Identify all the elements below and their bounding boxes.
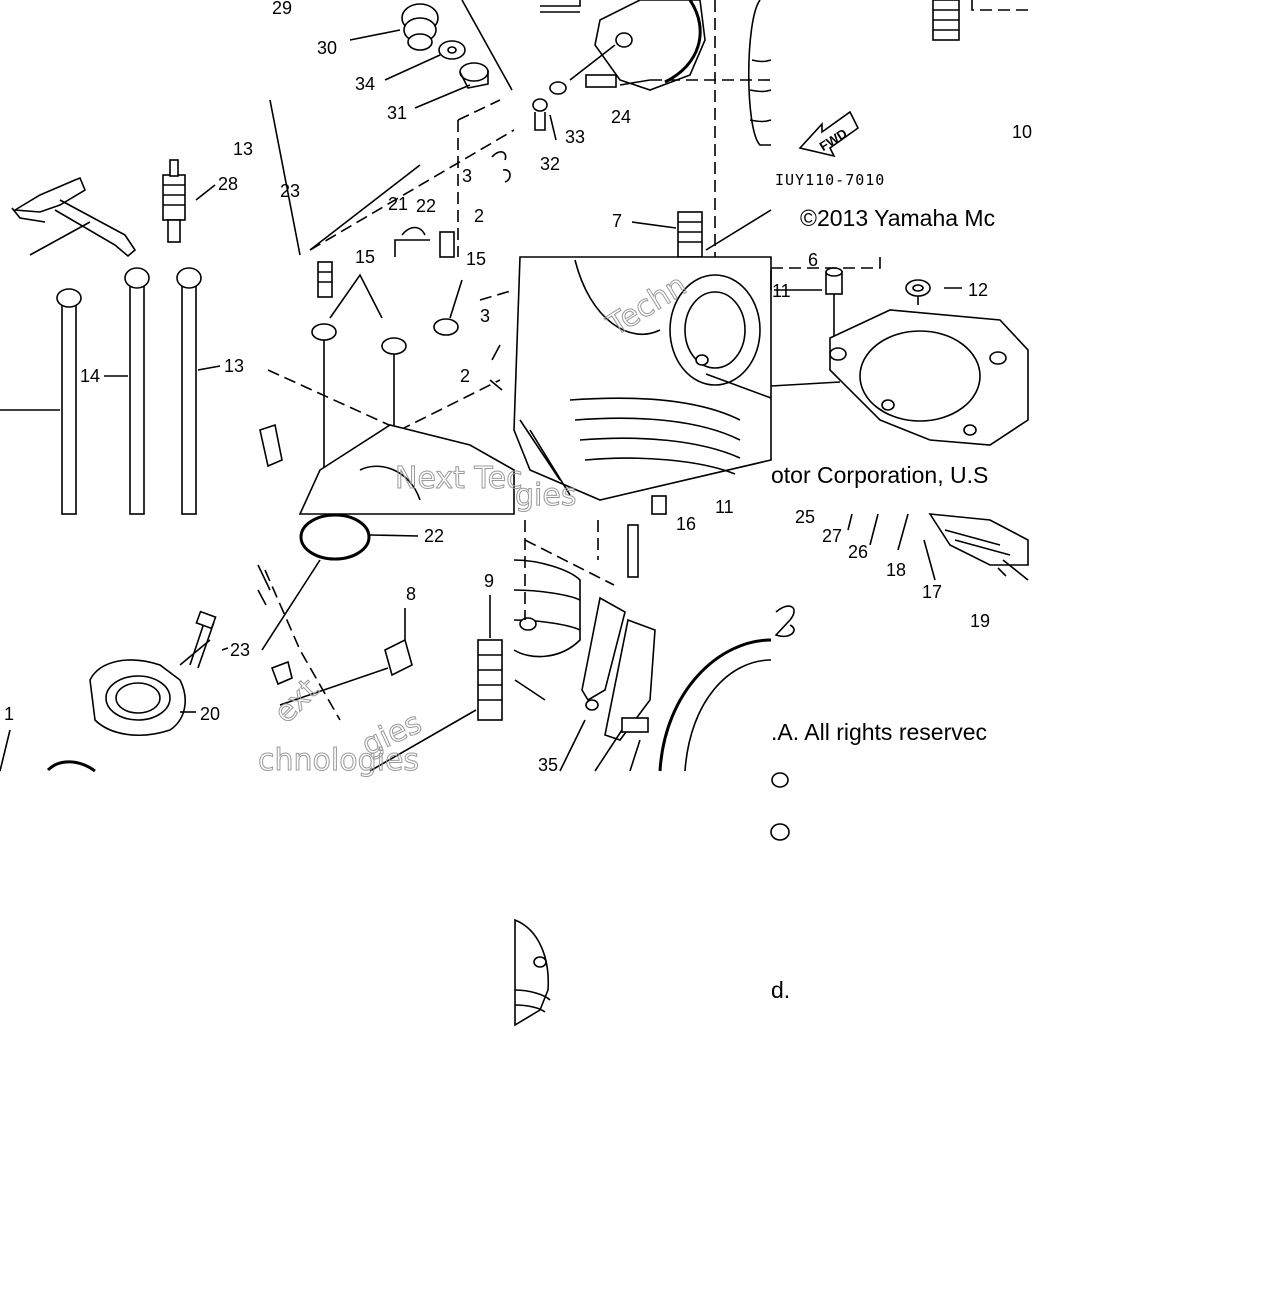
part-number-18: 18 <box>886 560 906 580</box>
cylinder-stud-top <box>932 0 1028 41</box>
cylinder-head-body: Techn gies <box>513 256 772 515</box>
part-number-21: 21 <box>388 194 408 214</box>
part-number-10: 10 <box>1012 122 1032 142</box>
part-number-33: 33 <box>565 127 585 147</box>
cylinder-head-left: Next Tec <box>259 261 523 515</box>
cylinder-gasket <box>770 257 1029 446</box>
part-number-29: 29 <box>272 0 292 18</box>
fwd-arrow: FWD <box>798 110 860 158</box>
part-number-11: 11 <box>772 281 791 301</box>
rocker-arm-and-spark-plug <box>11 159 216 258</box>
part-number-16: 16 <box>676 514 696 534</box>
part-number-19: 19 <box>970 611 990 631</box>
pushrods <box>0 267 221 515</box>
part-number-17: 17 <box>922 582 942 602</box>
part-number-34: 34 <box>355 74 375 94</box>
part-number-14: 14 <box>80 366 100 386</box>
copyright-line-3: .A. All rights reservec <box>771 719 987 745</box>
part-number-20: 20 <box>200 704 220 724</box>
bottom-fragments <box>514 772 790 1027</box>
copyright-line-4: d. <box>771 977 790 1003</box>
part-number-31: 31 <box>387 103 407 123</box>
part-number-1: 1 <box>4 704 14 724</box>
part-number-11b: 11 <box>715 497 734 517</box>
intake-manifold <box>0 610 229 773</box>
part-number-32: 32 <box>540 154 560 174</box>
part-number-13: 13 <box>233 139 253 159</box>
part-number-2: 2 <box>474 206 484 226</box>
part-number-7: 7 <box>612 211 622 231</box>
part-number-2b: 2 <box>460 366 470 386</box>
part-number-13b: 13 <box>224 356 244 376</box>
part-number-28: 28 <box>218 174 238 194</box>
part-number-35: 35 <box>538 755 558 775</box>
part-number-15a: 15 <box>355 247 375 267</box>
part-number-3b: 3 <box>480 306 490 326</box>
diagram-code: IUY110-7010 <box>775 171 885 189</box>
watermark-chnologies: chnologies <box>258 743 419 778</box>
part-number-24: 24 <box>611 107 631 127</box>
part-number-22: 22 <box>416 196 436 216</box>
part-number-9: 9 <box>484 571 494 591</box>
watermark-gies: gies <box>515 478 576 513</box>
part-number-23b: 23 <box>230 640 250 660</box>
part-number-15b: 15 <box>466 249 486 269</box>
copyright-line-2: otor Corporation, U.S <box>771 462 988 488</box>
part-number-22b: 22 <box>424 526 444 546</box>
part-number-27: 27 <box>822 526 842 546</box>
part-number-30: 30 <box>317 38 337 58</box>
valve-spring-group <box>269 0 515 258</box>
part-number-12: 12 <box>968 280 988 300</box>
exhaust-side-parts <box>774 513 1029 638</box>
part-number-23: 23 <box>280 181 300 201</box>
copyright-line-1: ©2013 Yamaha Mc <box>800 205 995 231</box>
part-number-26: 26 <box>848 542 868 562</box>
part-number-25: 25 <box>795 507 815 527</box>
watermark-next: Next Tec <box>395 461 523 496</box>
oring-and-plugs: chnologies gies ext <box>257 513 503 779</box>
part-number-6: 6 <box>808 250 818 270</box>
cam-cover-assembly <box>532 0 772 258</box>
cylinder-bracket <box>513 520 772 772</box>
part-number-8: 8 <box>406 584 416 604</box>
part-number-3: 3 <box>462 166 472 186</box>
